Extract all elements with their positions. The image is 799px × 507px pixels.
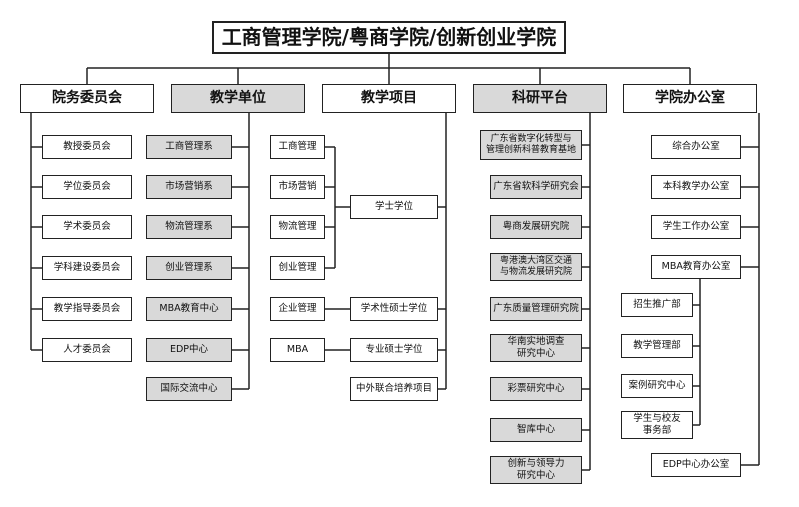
joint-program-box: 中外联合培养项目: [350, 377, 438, 401]
academic-master-box: 学术性硕士学位: [350, 297, 438, 321]
research-platform-item: 彩票研究中心: [490, 377, 582, 401]
research-platform-item: 创新与领导力 研究中心: [490, 456, 582, 484]
mba-sub-item: 案例研究中心: [621, 374, 693, 398]
research-platform-item: 广东省数字化转型与 管理创新科普教育基地: [480, 130, 582, 160]
teaching-unit-item: 国际交流中心: [146, 377, 232, 401]
committee-item: 学科建设委员会: [42, 256, 132, 280]
category-office: 学院办公室: [623, 84, 757, 113]
committee-item: 教学指导委员会: [42, 297, 132, 321]
teaching-unit-item: 物流管理系: [146, 215, 232, 239]
research-platform-item: 粤港澳大湾区交通 与物流发展研究院: [490, 253, 582, 281]
teaching-unit-item: MBA教育中心: [146, 297, 232, 321]
mba-sub-item: 招生推广部: [621, 293, 693, 317]
office-item: 学生工作办公室: [651, 215, 741, 239]
category-committee: 院务委员会: [20, 84, 154, 113]
teaching-unit-item: 工商管理系: [146, 135, 232, 159]
edp-office-box: EDP中心办公室: [651, 453, 741, 477]
research-platform-item: 广东质量管理研究院: [490, 297, 582, 321]
office-item: 本科教学办公室: [651, 175, 741, 199]
enterprise-management-box: 企业管理: [270, 297, 325, 321]
committee-item: 教授委员会: [42, 135, 132, 159]
undergrad-major-item: 市场营销: [270, 175, 325, 199]
mba-box: MBA: [270, 338, 325, 362]
research-platform-item: 广东省软科学研究会: [490, 175, 582, 199]
research-platform-item: 智库中心: [490, 418, 582, 442]
professional-master-box: 专业硕士学位: [350, 338, 438, 362]
teaching-unit-item: 市场营销系: [146, 175, 232, 199]
mba-sub-item: 教学管理部: [621, 334, 693, 358]
committee-item: 人才委员会: [42, 338, 132, 362]
office-item: 综合办公室: [651, 135, 741, 159]
committee-item: 学术委员会: [42, 215, 132, 239]
research-platform-item: 粤商发展研究院: [490, 215, 582, 239]
undergrad-major-item: 工商管理: [270, 135, 325, 159]
undergrad-major-item: 物流管理: [270, 215, 325, 239]
undergrad-major-item: 创业管理: [270, 256, 325, 280]
category-teaching-projects: 教学项目: [322, 84, 456, 113]
teaching-unit-item: EDP中心: [146, 338, 232, 362]
committee-item: 学位委员会: [42, 175, 132, 199]
mba-sub-item: 学生与校友 事务部: [621, 411, 693, 439]
teaching-unit-item: 创业管理系: [146, 256, 232, 280]
category-research-platforms: 科研平台: [473, 84, 607, 113]
office-item: MBA教育办公室: [651, 255, 741, 279]
category-teaching-units: 教学单位: [171, 84, 305, 113]
bachelor-degree-box: 学士学位: [350, 195, 438, 219]
org-title: 工商管理学院/粤商学院/创新创业学院: [212, 21, 566, 54]
research-platform-item: 华南实地调查 研究中心: [490, 334, 582, 362]
